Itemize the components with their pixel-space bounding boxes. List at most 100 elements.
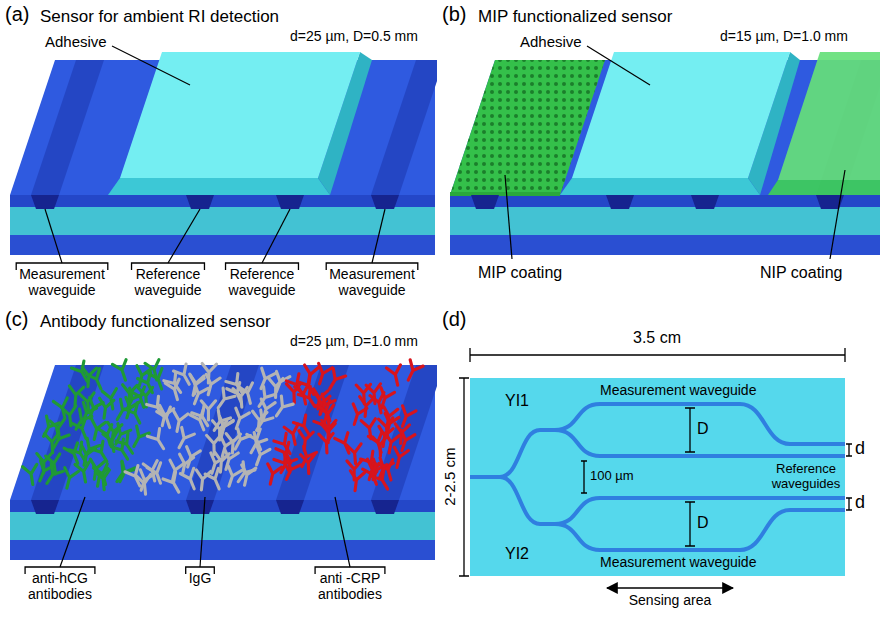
sensor-chip-c [10, 540, 435, 560]
antibody [44, 433, 59, 453]
part-label: Reference waveguide [217, 266, 307, 298]
antibody [372, 436, 387, 456]
waveguide-core [371, 195, 399, 209]
antibody [23, 464, 40, 485]
sensing-area-arrow [607, 587, 733, 589]
antibody [222, 466, 242, 489]
antibody [348, 471, 365, 492]
antibody [136, 474, 152, 495]
antibody [112, 360, 132, 383]
adhesive-layer [120, 52, 360, 178]
sensor-chip-c [10, 500, 435, 512]
antibody [147, 429, 169, 453]
waveguide-core [186, 195, 214, 209]
antibody [319, 433, 334, 453]
part-label: Adhesive [45, 33, 107, 50]
sensor-chip-a [10, 235, 435, 255]
sensor-chip-a [10, 207, 435, 235]
antibody [173, 427, 195, 451]
antibody [275, 452, 297, 476]
brackets [16, 209, 418, 574]
sensor-chip-c [10, 512, 435, 540]
dimension-line [581, 461, 587, 493]
antibody [263, 464, 281, 486]
adhesive-layer [572, 52, 790, 178]
dimension-label: d=15 µm, D=1.0 mm [720, 28, 848, 44]
leader-line [200, 497, 205, 567]
part-label: Measurement waveguide [320, 266, 425, 298]
antibody [238, 465, 256, 487]
waveguide-core [276, 500, 304, 514]
dimension-line [459, 378, 469, 576]
antibody [301, 454, 316, 474]
dimension-label: 3.5 cm [617, 329, 697, 347]
leader-line [830, 170, 845, 259]
dimension-label: 100 µm [590, 469, 634, 484]
waveguide-core [471, 195, 844, 209]
leader-line [45, 209, 62, 263]
part-label: NIP coating [760, 264, 842, 282]
adhesive-layer [560, 178, 760, 195]
dimension-label: d=25 µm, D=1.0 mm [290, 333, 418, 349]
waveguide-path [470, 475, 500, 479]
adhesive-layer [108, 178, 330, 195]
antibody [116, 433, 139, 457]
panel-letter: (b) [442, 3, 466, 26]
antibody [91, 441, 113, 465]
dimension-line [685, 502, 695, 546]
waveguide-core [691, 195, 719, 209]
leader-line [168, 209, 200, 263]
antibody [372, 469, 394, 493]
part-label: Measurement waveguide [600, 554, 756, 570]
waveguide-channel [31, 60, 104, 195]
antibody [60, 468, 79, 490]
adhesive-layer [560, 52, 800, 195]
antibody [170, 411, 188, 433]
mip-coating [450, 192, 560, 196]
antibody [395, 430, 415, 453]
waveguide-path [500, 430, 555, 477]
antibody [125, 403, 146, 427]
sensor-chip-b [450, 46, 880, 259]
leader-line [587, 46, 650, 85]
dimension-line [846, 498, 852, 510]
waveguide-core [31, 500, 399, 514]
dimension-label: d [855, 438, 865, 459]
antibody [270, 396, 293, 420]
dimension-label: 2-2.5 cm [441, 432, 458, 522]
antibody [165, 379, 184, 401]
antibody [86, 368, 107, 391]
antibody [386, 365, 404, 387]
adhesive-layer [108, 52, 372, 195]
leader-line [505, 175, 512, 259]
waveguide-path [500, 477, 555, 524]
antibody [402, 360, 423, 384]
antibody [72, 418, 92, 441]
waveguide-core [31, 500, 59, 514]
waveguide-core [31, 195, 399, 209]
antibody [97, 398, 114, 419]
nip-coating [768, 180, 880, 195]
part-label: MIP coating [478, 264, 562, 282]
sensor-chip-c [10, 365, 435, 500]
leader-line [60, 497, 85, 567]
sensor-chip-a [10, 195, 435, 207]
leader-line [262, 209, 290, 263]
sensor-chip-b [450, 235, 880, 255]
leader-line [505, 46, 845, 259]
part-label: Measurement waveguide [600, 382, 756, 398]
leader-line [372, 209, 385, 263]
part-label: Sensing area [615, 592, 725, 608]
dimension-line [470, 348, 845, 362]
antibody [163, 472, 185, 496]
part-label: IgG [170, 570, 230, 586]
antibody [250, 410, 272, 434]
antibody [280, 459, 301, 482]
panel-letter: (c) [5, 308, 28, 331]
panel-letter: (d) [442, 308, 466, 331]
dimension-line [846, 444, 852, 456]
waveguide-channel [31, 365, 104, 500]
interferometer-label: YI1 [505, 392, 529, 410]
dimension-label: d [855, 492, 865, 513]
panel-title: MIP functionalized sensor [478, 7, 672, 27]
